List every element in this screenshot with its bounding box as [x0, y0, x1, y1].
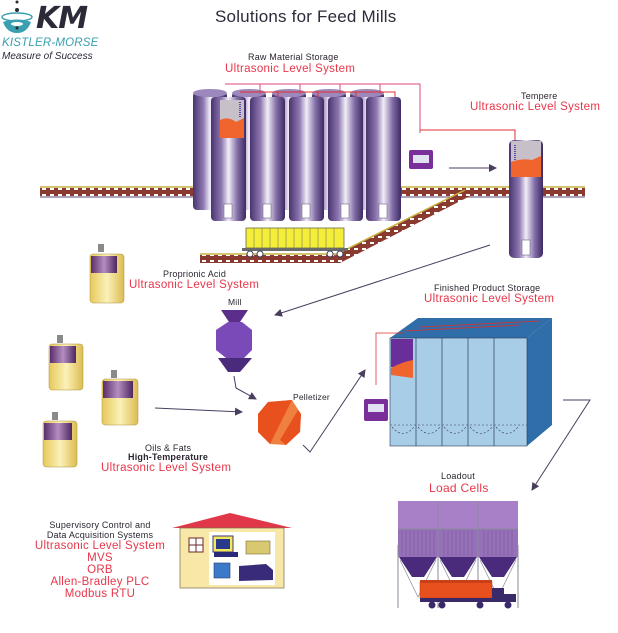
controller-unit-icon	[213, 562, 231, 579]
loadout-product: Load Cells	[429, 481, 489, 495]
pelletizer-caption: Pelletizer	[293, 392, 330, 402]
scada-product-3: ORB	[87, 564, 113, 576]
raw-silos-front-row	[211, 97, 401, 221]
logo-mark	[1, 0, 33, 33]
finished-caption: Finished Product Storage	[434, 283, 541, 293]
logo-tagline: Measure of Success	[2, 51, 93, 62]
arrow-oils-to-pelletizer	[154, 407, 243, 416]
raw-material-caption: Raw Material Storage	[248, 52, 339, 62]
mill	[216, 310, 252, 372]
conveyor-lower	[200, 189, 472, 263]
tempere-product: Ultrasonic Level System	[470, 101, 601, 113]
arrow-mill-to-pelletizer	[233, 375, 257, 400]
tempere-silo	[509, 140, 543, 258]
raw-material-product: Ultrasonic Level System	[225, 63, 356, 75]
controller-finished	[364, 399, 388, 421]
scada-product-1: Ultrasonic Level System	[34, 540, 166, 552]
finished-storage	[375, 318, 552, 447]
controller-raw	[409, 150, 433, 169]
mill-caption: Mill	[228, 297, 242, 307]
oil-tank-1	[48, 335, 84, 391]
logo-company-name: KISTLER-MORSE	[2, 37, 99, 49]
window-icon	[188, 537, 204, 553]
rail-car	[242, 227, 348, 258]
oil-tank-2	[101, 370, 139, 426]
proprionic-caption: Proprionic Acid	[163, 269, 227, 279]
arrow-to-mill	[274, 244, 491, 317]
loadout-caption: Loadout	[441, 471, 475, 481]
scada-caption-line1: Supervisory Control and	[49, 520, 151, 530]
proprionic-product: Ultrasonic Level System	[129, 279, 260, 291]
oils-product: Ultrasonic Level System	[101, 462, 232, 474]
scada-labels: Supervisory Control and Data Acquisition…	[30, 520, 170, 600]
logo-km: KM	[36, 1, 88, 36]
computer-icon	[212, 535, 238, 557]
arrow-storage-to-loadout	[531, 399, 591, 491]
raw-silo-with-sensor	[211, 97, 246, 221]
truck	[419, 580, 516, 609]
scada-building	[172, 513, 292, 589]
page-title: Solutions for Feed Mills	[215, 7, 397, 26]
tempere-caption: Tempere	[521, 91, 558, 101]
scada-product-5: Modbus RTU	[64, 588, 136, 600]
modem-icon	[239, 564, 273, 581]
loadout-bins	[397, 501, 519, 608]
scada-caption-line2: Data Acquisition Systems	[46, 530, 154, 540]
pelletizer	[258, 400, 301, 445]
oils-caption: Oils & Fats	[145, 443, 192, 453]
scada-product-4: Allen-Bradley PLC	[50, 576, 150, 588]
finished-product: Ultrasonic Level System	[424, 293, 555, 305]
plc-rack-icon	[245, 540, 271, 555]
scada-product-2: MVS	[87, 552, 113, 564]
oils-subcaption: High-Temperature	[128, 452, 209, 462]
proprionic-tank	[89, 244, 125, 304]
oil-tank-3	[42, 412, 78, 468]
arrow-pelletizer-to-storage	[302, 369, 366, 453]
